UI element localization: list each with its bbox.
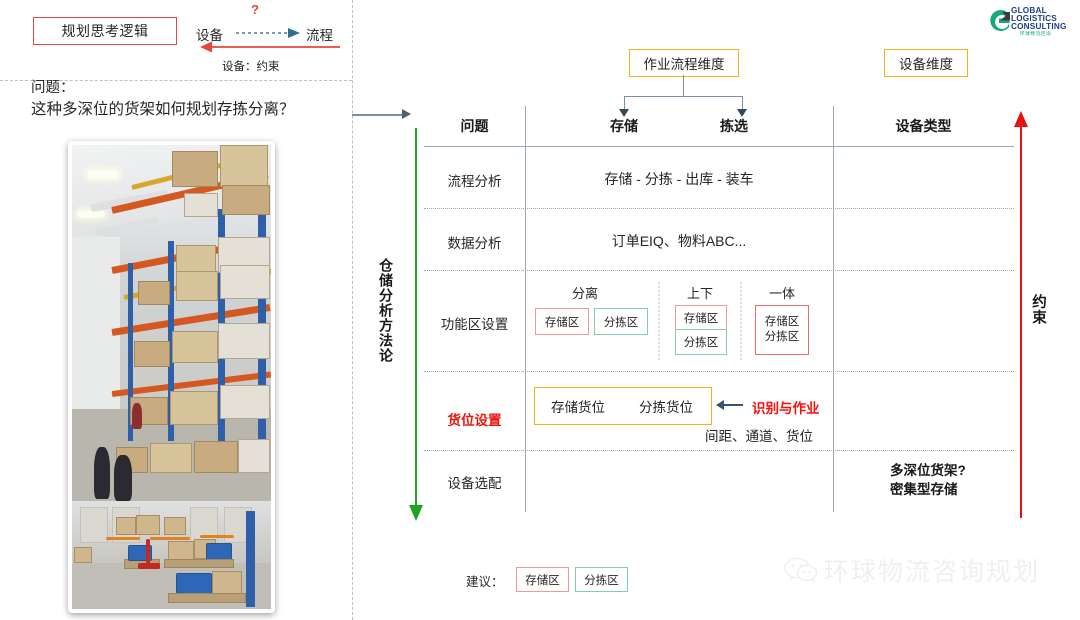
- methodology-vertical-label: 仓储分析方法论: [378, 258, 394, 363]
- constraint-arrow: [1020, 126, 1022, 518]
- equipment-dimension-label: 设备维度: [899, 57, 953, 72]
- matrix-row-label-process-analysis: 流程分析: [447, 174, 502, 189]
- matrix-cell-process-analysis: 存储 - 分拣 - 出库 - 装车: [604, 171, 754, 187]
- matrix-row-label-slot-setting: 货位设置: [447, 413, 502, 428]
- bracket-left-leg: [624, 96, 626, 110]
- warehouse-racking-photo: [72, 145, 271, 501]
- process-dimension-box: 作业流程维度: [629, 49, 739, 77]
- logo-line-1: GLOBAL: [1011, 6, 1047, 15]
- matrix-row-label-data-analysis: 数据分析: [447, 236, 502, 251]
- company-logo: GLOBAL LOGISTICS CONSULTING 环球物流咨询: [988, 6, 1076, 37]
- logo-line-2: LOGISTICS: [1011, 14, 1057, 24]
- mini-diagram-caption: 设备：约束: [222, 61, 280, 73]
- matrix-row-label-functional-zone: 功能区设置: [440, 317, 509, 332]
- question-block: 问题： 这种多深位的货架如何规划存拣分离？: [31, 78, 341, 121]
- suggestion-chip-picking: 分拣区: [575, 567, 628, 592]
- suggestion-label: 建议：: [466, 575, 504, 589]
- wechat-watermark: 环球物流咨询规划: [784, 552, 1040, 588]
- analysis-matrix: 问题 存储 拣选 设备类型 流程分析 存储 - 分拣 - 出库 - 装车 数据分…: [424, 106, 1014, 512]
- logo-line-3: CONSULTING: [1011, 22, 1067, 32]
- divider-vertical: [352, 0, 353, 620]
- red-left-arrow-icon: [200, 41, 340, 53]
- matrix-header-equipment-type: 设备类型: [895, 118, 952, 134]
- zone-chip-label: 分拣区: [603, 316, 639, 329]
- wechat-icon: [784, 557, 818, 583]
- zone-group-divider: [658, 282, 660, 360]
- inbound-arrow: [352, 114, 404, 116]
- matrix-header-storage: 存储: [610, 118, 638, 134]
- slot-annotation-red: 识别与作业: [752, 401, 820, 416]
- logo-text: GLOBAL LOGISTICS CONSULTING: [1011, 6, 1067, 32]
- suggestion-chip-label: 存储区: [525, 574, 560, 587]
- slot-annotation-gray: 间距、通道、货位: [705, 429, 813, 444]
- zone-chip-picking-separate: 分拣区: [594, 308, 648, 335]
- warehouse-floor-photo: [72, 501, 271, 609]
- constraint-vertical-label: 约束: [1030, 294, 1046, 325]
- slot-setting-box: 存储货位 分拣货位: [534, 387, 712, 425]
- equipment-process-diagram: ? 设备 流程 设备：约束: [196, 2, 346, 73]
- zone-group-title-separate: 分离: [571, 286, 598, 301]
- bracket-right-leg: [742, 96, 744, 110]
- zone-chip-storage-separate: 存储区: [535, 308, 589, 335]
- zone-group-divider: [740, 282, 742, 360]
- matrix-row-separator: [424, 371, 1014, 372]
- matrix-row-separator: [424, 270, 1014, 271]
- question-label: 问题：: [31, 80, 75, 96]
- matrix-row-separator: [424, 208, 1014, 209]
- matrix-column-divider-1: [525, 106, 527, 512]
- zone-chip-label: 分拣区: [683, 337, 719, 349]
- suggestion-chip-storage: 存储区: [516, 567, 569, 592]
- matrix-header-question: 问题: [460, 118, 489, 134]
- slot-picking-label: 分拣货位: [639, 400, 693, 415]
- suggestion-chip-label: 分拣区: [584, 574, 619, 587]
- bracket-left-arrow-icon: [619, 109, 629, 117]
- slot-annotation-arrow: [721, 404, 743, 406]
- matrix-cell-data-analysis: 订单EIQ、物料ABC...: [611, 233, 747, 249]
- zone-group-title-updown: 上下: [686, 286, 713, 301]
- bracket-stem: [683, 75, 685, 97]
- zone-chip-label: 存储区 分拣区: [764, 316, 800, 343]
- watermark-text: 环球物流咨询规划: [824, 557, 1041, 586]
- process-dimension-label: 作业流程维度: [643, 57, 725, 72]
- planning-logic-title-label: 规划思考逻辑: [61, 23, 149, 39]
- zone-chip-storage-updown: 存储区: [675, 305, 727, 331]
- divider-horizontal: [0, 80, 352, 81]
- matrix-row-separator: [424, 450, 1014, 451]
- zone-chip-picking-updown: 分拣区: [675, 329, 727, 355]
- zone-chip-label: 存储区: [544, 316, 580, 329]
- equipment-answer-line-2: 密集型存储: [890, 482, 958, 497]
- methodology-arrow-head-icon: [409, 505, 423, 521]
- inbound-arrow-head-icon: [402, 109, 411, 119]
- equipment-dimension-box: 设备维度: [884, 49, 968, 77]
- warehouse-photo: [68, 141, 275, 613]
- constraint-arrow-head-icon: [1014, 111, 1028, 127]
- zone-chip-label: 存储区: [683, 313, 719, 325]
- mini-label-equipment: 设备: [196, 28, 223, 43]
- equipment-answer-line-1: 多深位货架?: [890, 463, 966, 478]
- globe-arrow-icon: [990, 10, 1010, 31]
- planning-logic-title: 规划思考逻辑: [33, 17, 177, 45]
- slot-storage-label: 存储货位: [551, 400, 605, 415]
- slot-annotation-arrow-head-icon: [716, 400, 724, 410]
- zone-chip-integrated: 存储区 分拣区: [755, 305, 809, 355]
- dotted-right-arrow-icon: [236, 28, 300, 38]
- mini-label-process: 流程: [306, 28, 333, 43]
- matrix-header-picking: 拣选: [720, 118, 748, 134]
- methodology-arrow: [415, 128, 417, 510]
- bracket-bar: [625, 96, 743, 98]
- matrix-header-rule: [424, 146, 1014, 148]
- matrix-row-label-equipment-selection: 设备选配: [447, 476, 502, 491]
- logo-chinese-text: 环球物流咨询: [1020, 31, 1052, 36]
- question-mark-icon: ?: [251, 2, 259, 17]
- matrix-column-divider-2: [833, 106, 835, 512]
- zone-group-title-integrated: 一体: [768, 286, 795, 301]
- bracket-right-arrow-icon: [737, 109, 747, 117]
- question-text: 这种多深位的货架如何规划存拣分离？: [31, 101, 295, 118]
